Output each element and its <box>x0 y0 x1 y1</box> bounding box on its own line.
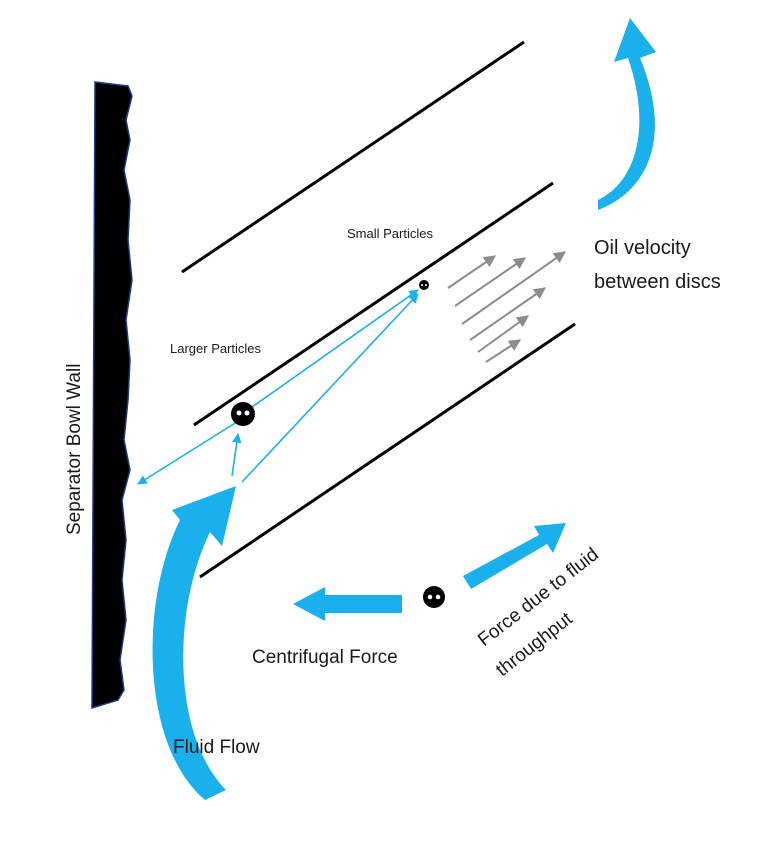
particle-paths <box>137 289 419 485</box>
throughput-force-arrow <box>463 523 566 589</box>
fluid-flow-label: Fluid Flow <box>173 737 260 758</box>
velocity-arrow <box>447 255 496 289</box>
velocity-arrow <box>461 251 566 325</box>
small-particles-label: Small Particles <box>347 226 433 241</box>
centrifugal-force-label: Centrifugal Force <box>252 647 398 668</box>
path-to-wall <box>137 419 241 485</box>
larger-particles-label: Larger Particles <box>170 341 262 356</box>
velocity-arrow <box>477 315 529 353</box>
fluid-flow-arrow <box>152 486 236 800</box>
velocity-arrow <box>469 287 546 341</box>
disc-line-bottom <box>199 322 576 579</box>
path-to-small-particle-lower <box>241 293 419 483</box>
disc-line-top <box>181 40 525 274</box>
oil-velocity-label-line1: Oil velocity <box>594 237 691 259</box>
oil-velocity-arrows <box>447 251 566 363</box>
velocity-arrow <box>485 339 522 363</box>
small-particle <box>419 280 429 290</box>
large-particle <box>231 402 255 426</box>
top-curved-arrow <box>598 18 656 210</box>
reference-particle <box>423 586 445 608</box>
oil-velocity-label-line2: between discs <box>594 271 721 293</box>
path-to-large-particle <box>231 433 242 477</box>
velocity-arrow <box>454 257 526 307</box>
separator-bowl-wall-label: Separator Bowl Wall <box>64 364 85 535</box>
path-to-small-particle-upper <box>244 289 419 413</box>
disc-line-middle <box>193 181 554 427</box>
centrifugal-force-arrow <box>293 587 402 621</box>
separator-bowl-wall <box>91 81 133 710</box>
